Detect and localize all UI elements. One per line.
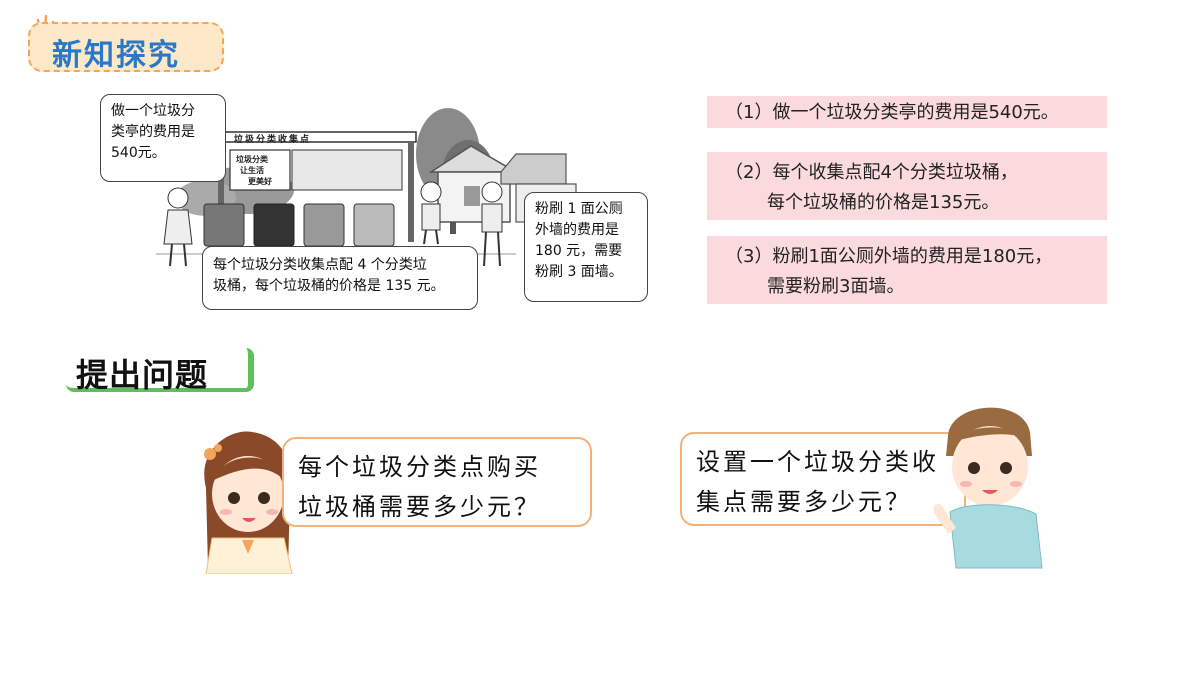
girl-avatar — [204, 431, 293, 574]
info-item-3: （3）粉刷1面公厕外墙的费用是180元， 需要粉刷3面墙。 — [707, 236, 1107, 304]
board-title: 垃圾分类收集点 — [234, 135, 312, 145]
bubble-pavilion-cost: 做一个垃圾分 类亭的费用是 540元。 — [100, 94, 226, 182]
section-tag-explore: 新知探究 — [28, 14, 228, 76]
section-title-ask: 提出问题 — [76, 356, 209, 394]
info-item-1: （1）做一个垃圾分类亭的费用是540元。 — [707, 96, 1107, 128]
section-tag-ask: 提出问题 — [66, 344, 262, 396]
garbage-station-illustration: 垃圾分类收集点 垃圾分类 让生活 更美好 做一个垃圾分 类亭的费用是 540元。… — [96, 94, 652, 314]
scene-drawing — [156, 108, 577, 267]
tag-bar — [66, 348, 254, 392]
section-title-explore: 新知探究 — [52, 38, 180, 73]
bubble-wall-cost: 粉刷 1 面公厕 外墙的费用是 180 元，需要 粉刷 3 面墙。 — [524, 192, 648, 302]
tag-plate — [28, 22, 224, 72]
info-item-2: （2）每个收集点配4个分类垃圾桶， 每个垃圾桶的价格是135元。 — [707, 152, 1107, 220]
board-slogan: 垃圾分类 让生活 更美好 — [236, 155, 272, 186]
boy-avatar — [933, 407, 1043, 569]
question-bubble-girl: 每个垃圾分类点购买 垃圾桶需要多少元？ — [282, 437, 592, 527]
bubble-bin-cost: 每个垃圾分类收集点配 4 个分类垃 圾桶，每个垃圾桶的价格是 135 元。 — [202, 246, 478, 310]
question-bubble-boy: 设置一个垃圾分类收 集点需要多少元？ — [680, 432, 966, 526]
